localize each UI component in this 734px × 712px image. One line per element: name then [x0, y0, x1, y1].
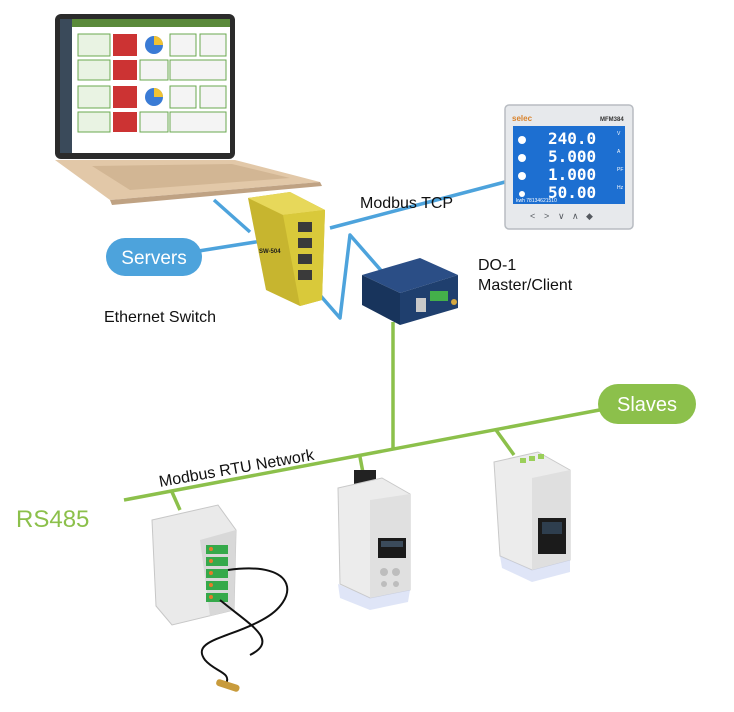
meter-unit-a: A [617, 149, 621, 155]
io-module-slave [151, 504, 289, 692]
meter-keys: < > ∨ ∧ ◆ [530, 211, 593, 221]
dashboard-panels [77, 33, 227, 133]
ethernet-switch: SW-504 [248, 192, 325, 306]
din-controller-slave [493, 451, 571, 582]
meter-display [513, 126, 625, 204]
din-meter-slave [337, 470, 411, 610]
rs485-drop-io [170, 491, 182, 511]
meter-reading-freq: 50.00 [548, 183, 596, 202]
meter-unit-v: V [617, 131, 621, 137]
ethernet-switch-label: Ethernet Switch [104, 309, 216, 326]
rs485-drop-slave3 [494, 428, 516, 457]
meter-unit-pf: PF [617, 167, 623, 173]
modbus-tcp-label: Modbus TCP [360, 195, 453, 212]
ethernet-link-laptop [212, 198, 252, 234]
slaves-label: Slaves [617, 394, 677, 416]
laptop [55, 14, 322, 205]
svg-text:∧: ∧ [572, 211, 579, 221]
svg-text:∨: ∨ [558, 211, 565, 221]
probe-cable [200, 567, 289, 685]
svg-text:◆: ◆ [586, 211, 593, 221]
do1-master [362, 258, 458, 325]
meter-reading-voltage: 240.0 [548, 129, 596, 148]
do1-label: DO-1 [478, 257, 516, 274]
meter-footer: kwh 78134621510 [516, 198, 557, 204]
meter-brand: selec [512, 114, 533, 123]
servers-pill: Servers [106, 238, 202, 276]
slaves-pill: Slaves [598, 384, 696, 424]
do1-role-label: Master/Client [478, 277, 573, 294]
rs485-label: RS485 [16, 506, 89, 533]
rs485-links [123, 322, 611, 511]
rs485-bus [123, 406, 611, 502]
svg-text:>: > [544, 211, 549, 221]
meter-model: MFM384 [600, 117, 624, 123]
meter-unit-hz: Hz [617, 185, 624, 191]
servers-label: Servers [121, 248, 186, 269]
svg-text:<: < [530, 211, 535, 221]
meter-reading-pf: 1.000 [548, 165, 596, 184]
ethernet-link-meter [329, 180, 506, 230]
ethernet-link-do1 [303, 233, 387, 320]
power-meter: selec MFM384 240.0 5.000 1.000 50.00 V A… [504, 104, 634, 230]
probe-tip [216, 679, 240, 692]
switch-label: SW-504 [259, 249, 281, 255]
meter-reading-current: 5.000 [548, 147, 596, 166]
